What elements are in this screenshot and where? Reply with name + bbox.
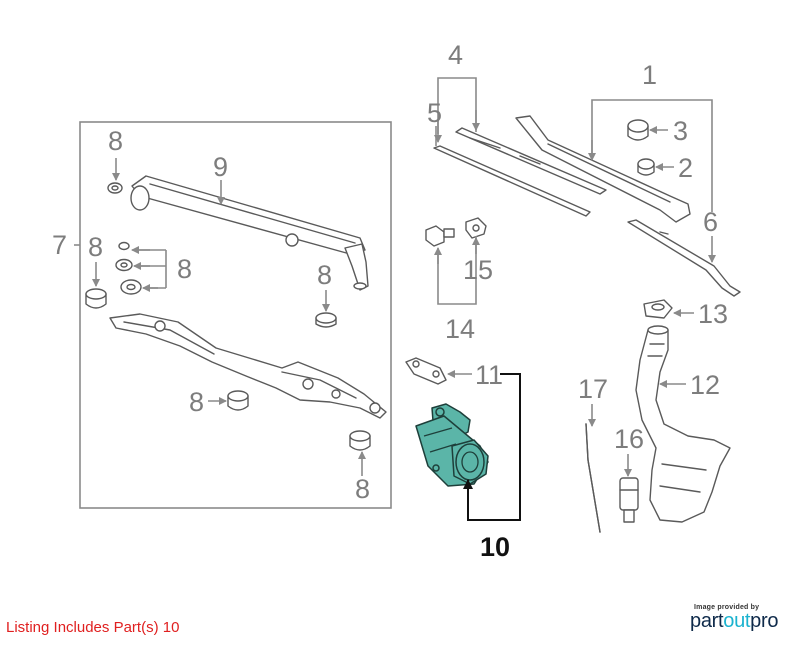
part-16-washer-pump[interactable] [619,477,639,523]
callout-9: 9 [213,152,228,182]
callout-2: 2 [678,153,693,183]
callout-5: 5 [427,98,442,128]
linkage-group-box [79,121,392,509]
callout-14: 14 [445,314,475,344]
callout-8f: 8 [355,474,370,504]
brand-part2: pro [750,610,779,632]
part-8-grommet-a[interactable] [107,182,123,194]
callout-8a: 8 [108,126,123,156]
part-15-nut[interactable] [465,217,487,239]
leader-1 [591,99,713,212]
callout-10-selected: 10 [480,532,510,562]
partoutpro-logo: partoutpro [690,610,794,633]
brand-accent: out [723,610,751,632]
leader-14 [437,236,477,305]
leader-10 [467,373,521,521]
brand-part1: part [690,610,724,632]
callout-8c: 8 [88,232,103,262]
part-14-bolt[interactable] [425,225,455,247]
part-3-arm-cap[interactable] [627,119,649,141]
callout-16: 16 [614,424,644,454]
part-12-washer-reservoir[interactable] [635,325,731,523]
part-11-motor-bracket[interactable] [405,357,447,385]
callout-12: 12 [690,370,720,400]
callout-6: 6 [703,207,718,237]
callout-17: 17 [578,374,608,404]
part-7-linkage-frame[interactable] [109,313,387,419]
part-8-bushing-e[interactable] [227,390,249,411]
part-17-washer-hose[interactable] [585,423,601,533]
part-5-wiper-blade[interactable] [433,145,591,217]
callout-4: 4 [448,40,463,70]
part-2-nut-cap[interactable] [637,158,655,176]
part-6-wiper-arm-rod[interactable] [627,219,741,297]
part-8-bushing-d[interactable] [315,312,337,328]
part-8-bushing-f[interactable] [349,430,371,451]
callout-8d: 8 [317,260,332,290]
callout-13: 13 [698,299,728,329]
callout-11: 11 [475,360,503,390]
image-credit: Image provided by partoutpro [690,604,794,633]
part-9-linkage-rod[interactable] [130,175,369,291]
callout-1: 1 [642,60,657,90]
callout-8b: 8 [177,254,192,284]
part-8-bushing-c[interactable] [85,288,107,309]
part-10-wiper-motor[interactable] [415,403,489,487]
part-13-reservoir-cap[interactable] [643,299,673,319]
credit-caption: Image provided by [694,604,760,611]
callout-15: 15 [463,255,493,285]
part-4-blade-insert[interactable] [455,127,607,195]
part-1-wiper-arm[interactable] [515,115,691,223]
callout-8e: 8 [189,387,204,417]
listing-includes-text: Listing Includes Part(s) 10 [6,619,180,636]
part-8-grommet-b[interactable] [115,241,142,295]
leader-4 [437,77,477,134]
callout-7: 7 [52,230,67,260]
callout-3: 3 [673,116,688,146]
